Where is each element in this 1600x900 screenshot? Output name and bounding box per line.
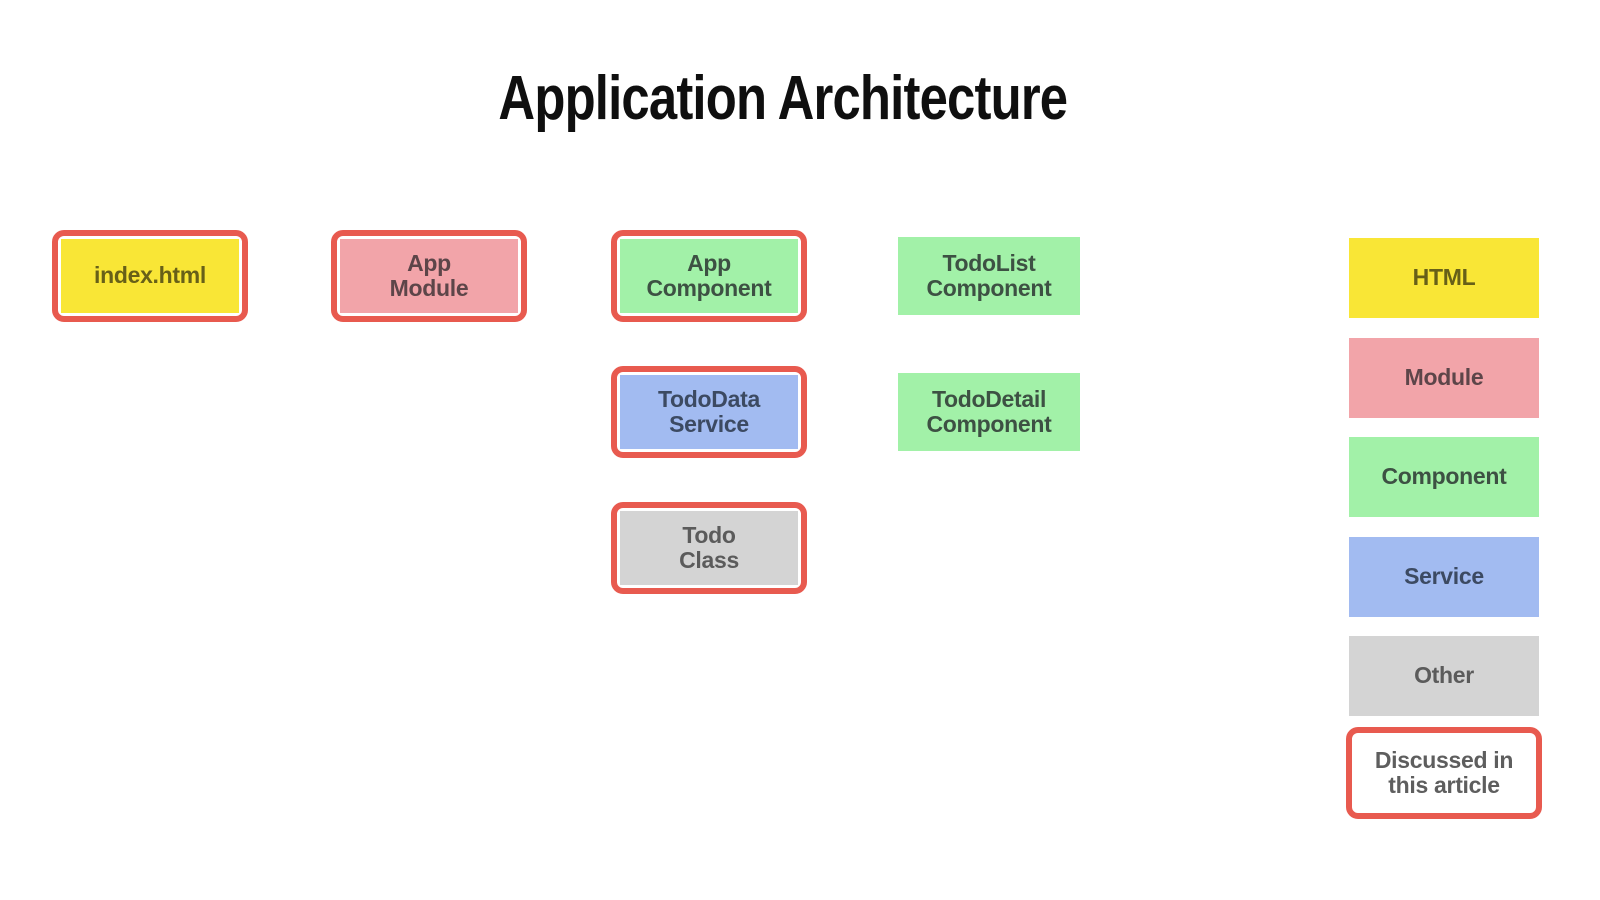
node-todo-class-label: Todo Class <box>620 511 798 585</box>
node-app-module: App Module <box>331 230 527 322</box>
node-tododetail-component: TodoDetail Component <box>891 366 1087 458</box>
node-index-html: index.html <box>52 230 248 322</box>
node-tododata-service: TodoData Service <box>611 366 807 458</box>
legend-item-discussed-label: Discussed in this article <box>1355 736 1533 810</box>
legend-item-module: Module <box>1349 338 1539 418</box>
node-tododetail-component-label: TodoDetail Component <box>898 373 1080 451</box>
node-app-component: App Component <box>611 230 807 322</box>
legend-item-discussed-in-this-article: Discussed in this article <box>1346 727 1542 819</box>
node-index-html-label: index.html <box>61 239 239 313</box>
legend-item-service-label: Service <box>1349 537 1539 617</box>
legend-item-component: Component <box>1349 437 1539 517</box>
legend-item-other-label: Other <box>1349 636 1539 716</box>
node-todolist-component: TodoList Component <box>891 230 1087 322</box>
legend-item-other: Other <box>1349 636 1539 716</box>
legend-item-service: Service <box>1349 537 1539 617</box>
node-todo-class: Todo Class <box>611 502 807 594</box>
legend-item-html: HTML <box>1349 238 1539 318</box>
page-title-wrap: Application Architecture <box>0 68 1566 130</box>
legend-item-html-label: HTML <box>1349 238 1539 318</box>
node-tododata-service-label: TodoData Service <box>620 375 798 449</box>
node-todolist-component-label: TodoList Component <box>898 237 1080 315</box>
page-title: Application Architecture <box>498 64 1069 133</box>
legend-item-module-label: Module <box>1349 338 1539 418</box>
legend-item-component-label: Component <box>1349 437 1539 517</box>
node-app-module-label: App Module <box>340 239 518 313</box>
node-app-component-label: App Component <box>620 239 798 313</box>
